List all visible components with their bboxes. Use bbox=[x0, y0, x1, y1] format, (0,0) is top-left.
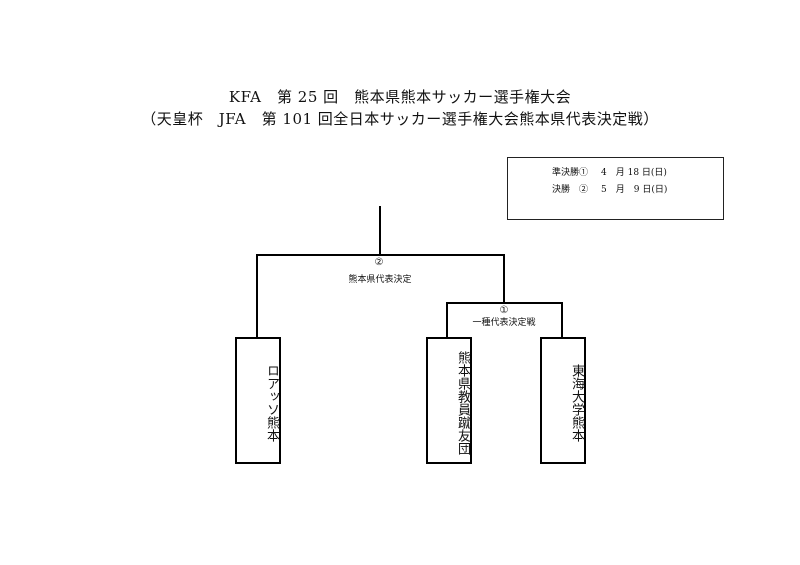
schedule-date: 4 月 18 日(日) bbox=[601, 168, 667, 178]
team-name: 東海大学熊本 bbox=[569, 364, 584, 442]
schedule-date: 5 月 9 日(日) bbox=[601, 185, 668, 195]
team-box-tokai-univ-kumamoto: 東海大学熊本 bbox=[540, 337, 586, 464]
title-line-1: KFA 第 25 回 熊本県熊本サッカー選手権大会 bbox=[228, 88, 572, 106]
team-box-kumamoto-teachers: 熊本県教員蹴友団 bbox=[426, 337, 472, 464]
bracket-semifinal-left-leg bbox=[446, 302, 448, 338]
bracket-final-bar bbox=[256, 254, 505, 256]
bracket-final-left-leg bbox=[256, 254, 258, 338]
final-mark: ② bbox=[374, 257, 384, 268]
bracket-semifinal-right-leg bbox=[561, 302, 563, 338]
bracket-champion-line bbox=[379, 206, 381, 255]
bracket-semifinal-bar bbox=[446, 302, 563, 304]
semifinal-caption: 一種代表決定戦 bbox=[472, 318, 536, 328]
team-name: 熊本県教員蹴友団 bbox=[455, 351, 470, 455]
team-box-roasso-kumamoto: ロアッソ熊本 bbox=[235, 337, 281, 464]
bracket-final-right-leg bbox=[503, 254, 505, 303]
final-caption: 熊本県代表決定 bbox=[348, 275, 412, 285]
title-line-2: （天皇杯 JFA 第 101 回全日本サッカー選手権大会熊本県代表決定戦） bbox=[141, 110, 659, 128]
schedule-label: 決勝 ② bbox=[552, 185, 589, 195]
schedule-label: 準決勝① bbox=[552, 168, 589, 178]
schedule-box: 準決勝① 4 月 18 日(日) 決勝 ② 5 月 9 日(日) bbox=[507, 157, 724, 220]
semifinal-mark: ① bbox=[499, 305, 509, 316]
team-name: ロアッソ熊本 bbox=[264, 364, 279, 442]
